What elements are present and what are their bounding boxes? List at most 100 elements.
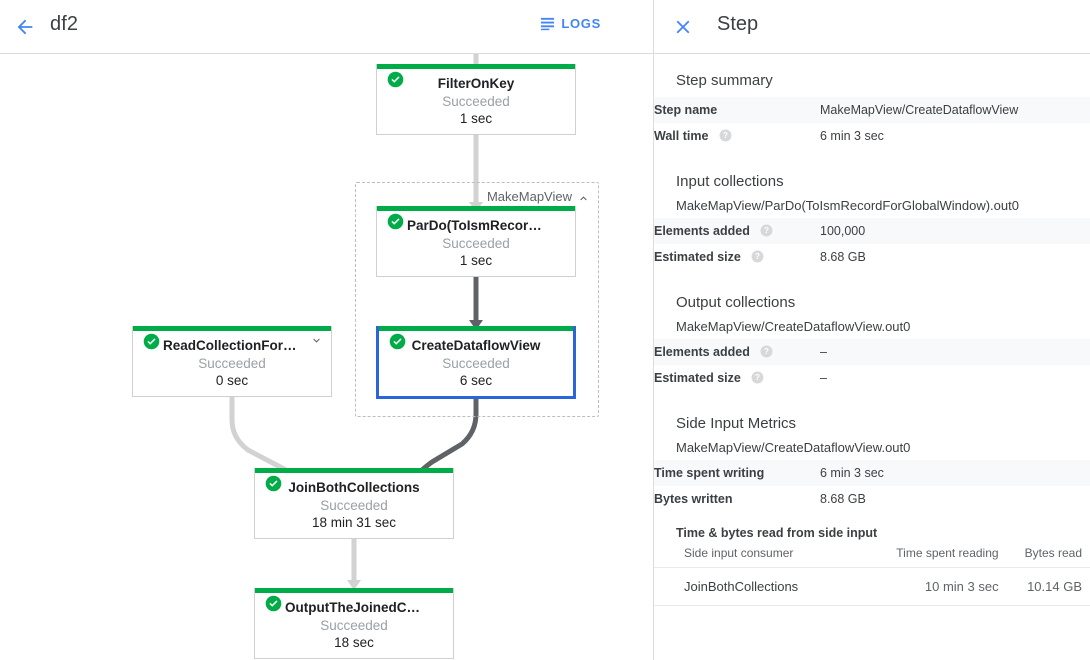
table-row: Estimated size ? 8.68 GB: [654, 244, 1090, 270]
table-row: JoinBothCollections 10 min 3 sec 10.14 G…: [654, 567, 1090, 606]
node-status: Succeeded: [442, 94, 510, 109]
collection-name: MakeMapView/CreateDataflowView.out0: [676, 440, 911, 455]
side-input-metrics-table: Time spent writing 6 min 3 sec Bytes wri…: [654, 460, 1090, 512]
node-status-bar: [133, 326, 331, 331]
svg-text:?: ?: [723, 131, 728, 140]
row-key: Elements added ?: [654, 218, 820, 244]
help-icon[interactable]: ?: [751, 371, 764, 384]
back-button[interactable]: [10, 12, 40, 42]
svg-text:?: ?: [755, 252, 760, 261]
node-name: JoinBothCollections: [288, 480, 420, 495]
graph-node-filteronkey[interactable]: FilterOnKey Succeeded 1 sec: [376, 64, 576, 135]
row-value: 8.68 GB: [820, 250, 866, 264]
table-row: Step name MakeMapView/CreateDataflowView: [654, 97, 1090, 123]
row-key-label: Elements added: [654, 224, 750, 238]
node-name: ParDo(ToIsmRecordFor…: [407, 218, 572, 233]
arrow-back-icon: [17, 19, 33, 35]
side-input-read-table: Side input consumer Time spent reading B…: [654, 546, 1090, 606]
svg-text:?: ?: [755, 373, 760, 382]
edge-arrow-createdataflowview: [469, 320, 483, 330]
graph-node-pardo-toismrecord[interactable]: ParDo(ToIsmRecordFor… Succeeded 1 sec: [376, 206, 576, 277]
row-key: Step name: [654, 103, 718, 117]
check-circle-icon: [143, 333, 160, 350]
row-key-label: Elements added: [654, 345, 750, 359]
cell-time-spent-reading: 10 min 3 sec: [855, 567, 999, 606]
help-icon[interactable]: ?: [760, 345, 773, 358]
table-header-row: Side input consumer Time spent reading B…: [654, 546, 1090, 568]
top-bar: df2 LOGS: [0, 0, 653, 54]
table-row: Estimated size ? –: [654, 365, 1090, 391]
job-graph-canvas[interactable]: MakeMapView FilterOnKey Succeeded 1 sec: [0, 54, 653, 660]
node-time: 0 sec: [215, 373, 249, 388]
composite-transform-makemapview[interactable]: MakeMapView: [355, 182, 599, 417]
node-time: 1 sec: [459, 253, 493, 268]
row-value: 6 min 3 sec: [820, 466, 884, 480]
svg-text:?: ?: [764, 226, 769, 235]
graph-node-outputthejoinedcollection[interactable]: OutputTheJoinedCollec… Succeeded 18 sec: [254, 588, 454, 659]
panel-title: Step: [717, 13, 759, 35]
row-key: Estimated size ?: [654, 244, 820, 270]
node-status-bar: [377, 206, 575, 211]
graph-node-joinbothcollections[interactable]: JoinBothCollections Succeeded 18 min 31 …: [254, 468, 454, 539]
row-key-label: Wall time: [654, 129, 709, 143]
step-detail-pane: Step Step summary Step name MakeMapView/…: [654, 0, 1090, 660]
collection-name: MakeMapView/ParDo(ToIsmRecordForGlobalWi…: [676, 198, 1019, 213]
table-row: Elements added ? 100,000: [654, 218, 1090, 244]
row-value: MakeMapView/CreateDataflowView: [820, 103, 1019, 117]
node-name: ReadCollectionForJoin: [163, 338, 311, 353]
graph-scrollbar-track[interactable]: [639, 54, 653, 660]
row-value: –: [820, 371, 827, 385]
composite-label: MakeMapView: [486, 189, 572, 204]
section-step-summary: Step summary Step name MakeMapView/Creat…: [654, 72, 1090, 149]
node-status: Succeeded: [442, 236, 510, 251]
node-status-bar: [255, 468, 453, 473]
node-status: Succeeded: [442, 356, 510, 371]
check-circle-icon: [387, 213, 404, 230]
row-key: Estimated size ?: [654, 365, 820, 391]
table-row: Bytes written 8.68 GB: [654, 486, 1090, 512]
output-collections-table: Elements added ? – Estimated size: [654, 339, 1090, 391]
pane-divider: [653, 0, 654, 660]
help-icon[interactable]: ?: [760, 224, 773, 237]
step-panel-header: Step: [654, 0, 1090, 54]
node-name: FilterOnKey: [437, 76, 515, 91]
step-panel-body: Step summary Step name MakeMapView/Creat…: [654, 54, 1090, 606]
node-name: OutputTheJoinedCollec…: [285, 600, 451, 615]
section-title: Output collections: [676, 294, 796, 311]
row-key-label: Estimated size: [654, 250, 741, 264]
row-value: –: [820, 345, 827, 359]
graph-node-createdataflowview[interactable]: CreateDataflowView Succeeded 6 sec: [376, 326, 576, 399]
node-name: CreateDataflowView: [411, 338, 541, 353]
cell-bytes-read: 10.14 GB: [998, 567, 1090, 606]
node-status: Succeeded: [320, 498, 388, 513]
node-status: Succeeded: [198, 356, 266, 371]
section-title: Side Input Metrics: [676, 415, 797, 432]
column-header-side-input-consumer: Side input consumer: [654, 546, 856, 568]
row-key-label: Estimated size: [654, 371, 741, 385]
collection-name: MakeMapView/CreateDataflowView.out0: [676, 319, 911, 334]
page-title: df2: [50, 13, 79, 35]
column-header-time-spent-reading: Time spent reading: [855, 546, 999, 568]
node-time: 18 sec: [334, 635, 374, 650]
close-icon: [676, 20, 690, 34]
row-value: 8.68 GB: [820, 492, 866, 506]
chevron-down-icon[interactable]: [310, 334, 323, 347]
check-circle-icon: [387, 71, 404, 88]
node-status-bar: [377, 64, 575, 69]
node-status: Succeeded: [320, 618, 388, 633]
chevron-up-icon[interactable]: [577, 192, 590, 205]
help-icon[interactable]: ?: [719, 129, 732, 142]
node-status-bar: [379, 326, 573, 331]
check-circle-icon: [265, 595, 282, 612]
close-button[interactable]: [668, 12, 698, 42]
row-key: Elements added ?: [654, 339, 820, 365]
node-time: 18 min 31 sec: [311, 515, 397, 530]
logs-label: LOGS: [561, 16, 601, 31]
help-icon[interactable]: ?: [751, 250, 764, 263]
graph-node-readcollectionforjoin[interactable]: ReadCollectionForJoin Succeeded 0 sec: [132, 326, 332, 397]
logs-button[interactable]: LOGS: [540, 16, 601, 31]
row-value: 6 min 3 sec: [820, 129, 884, 143]
section-title: Input collections: [676, 173, 784, 190]
row-key: Time spent writing: [654, 466, 765, 480]
input-collections-table: Elements added ? 100,000 Estimated size: [654, 218, 1090, 270]
